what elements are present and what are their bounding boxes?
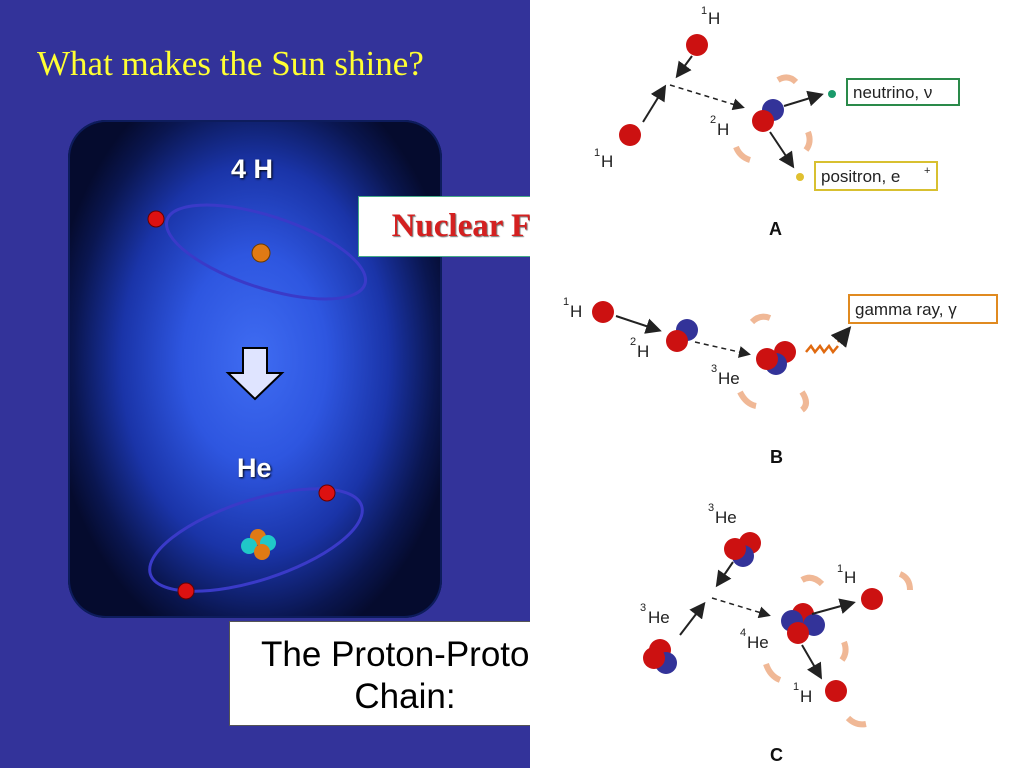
- c-1h-right-mass: 1: [837, 563, 843, 575]
- b-3he-mass: 3: [711, 363, 717, 375]
- fusion-illustration: [147, 203, 368, 600]
- helium-nucleus: [241, 529, 276, 560]
- a-proton-left: [619, 124, 641, 146]
- reaction-c: 3 He 3 He 4 He 1 H: [640, 502, 913, 765]
- c-1h-bottom-mass: 1: [793, 681, 799, 693]
- gamma-label: gamma ray, γ: [855, 300, 957, 319]
- a-2h-mass: 2: [710, 114, 716, 126]
- hydrogen-nucleus: [251, 243, 271, 263]
- c-proton-bottom: [825, 680, 847, 702]
- reaction-b: 1 H 2 H 3 He gamma ray, γ B: [563, 294, 998, 467]
- b-2h-proton: [666, 330, 688, 352]
- b-1h-symbol: H: [570, 302, 582, 321]
- c-3he-left-proton: [643, 647, 665, 669]
- b-2h-symbol: H: [637, 342, 649, 361]
- c-3he-top-proton: [724, 538, 746, 560]
- gamma-box: [848, 294, 998, 324]
- a-2h-symbol: H: [717, 120, 729, 139]
- a-1h-left-symbol: H: [601, 152, 613, 171]
- c-3he-top-symbol: He: [715, 508, 737, 527]
- label-c: C: [770, 745, 783, 765]
- reaction-a: 1 H 1 H 2 H neutrino, ν positron, e +: [594, 5, 960, 239]
- positron-box: [814, 161, 938, 191]
- a-1h-top-symbol: H: [708, 9, 720, 28]
- down-arrow-icon: [225, 347, 285, 401]
- caption-line-2: Chain:: [354, 677, 456, 716]
- c-3he-left-mass: 3: [640, 602, 646, 614]
- b-3he-proton: [756, 348, 778, 370]
- helium-electron-bottom: [177, 582, 195, 600]
- a-proton-top: [686, 34, 708, 56]
- c-1h-bottom-symbol: H: [800, 687, 812, 706]
- hydrogen-label: 4 H: [231, 154, 274, 184]
- helium-label: He: [237, 453, 272, 483]
- c-1h-right-symbol: H: [844, 568, 856, 587]
- a-1h-left-mass: 1: [594, 147, 600, 159]
- caption-line-1: The Proton-Proton: [261, 635, 549, 674]
- positron-label: positron, e: [821, 167, 900, 186]
- label-b: B: [770, 447, 783, 467]
- neutrino-particle: [828, 90, 836, 98]
- label-a: A: [769, 219, 782, 239]
- c-proton-right: [861, 588, 883, 610]
- b-2h-mass: 2: [630, 336, 636, 348]
- b-1h-mass: 1: [563, 296, 569, 308]
- neutrino-label: neutrino, ν: [853, 83, 932, 102]
- b-proton: [592, 301, 614, 323]
- c-3he-top-mass: 3: [708, 502, 714, 514]
- a-1h-top-mass: 1: [701, 5, 707, 17]
- slide-title: What makes the Sun shine?: [37, 44, 424, 83]
- a-proton-fused: [752, 110, 774, 132]
- proton-proton-chain-figure: 1 H 1 H 2 H neutrino, ν positron, e +: [530, 0, 1024, 768]
- neutrino-box: [846, 78, 960, 106]
- gamma-wave-icon: [805, 343, 839, 355]
- caption-box: The Proton-Proton Chain:: [229, 621, 581, 726]
- c-4he-proton: [787, 622, 809, 644]
- c-3he-left-symbol: He: [648, 608, 670, 627]
- helium-electron-top: [318, 484, 336, 502]
- fusion-panel: 4 H He: [68, 120, 442, 618]
- slide-left: What makes the Sun shine? 4 H He The Pro…: [37, 44, 581, 726]
- c-4he-mass: 4: [740, 627, 746, 639]
- b-3he-symbol: He: [718, 369, 740, 388]
- positron-sup: +: [924, 165, 930, 177]
- helium-orbit: [148, 487, 364, 593]
- c-4he-symbol: He: [747, 633, 769, 652]
- hydrogen-orbit: [164, 203, 368, 301]
- positron-particle: [796, 173, 804, 181]
- hydrogen-electron: [147, 210, 165, 228]
